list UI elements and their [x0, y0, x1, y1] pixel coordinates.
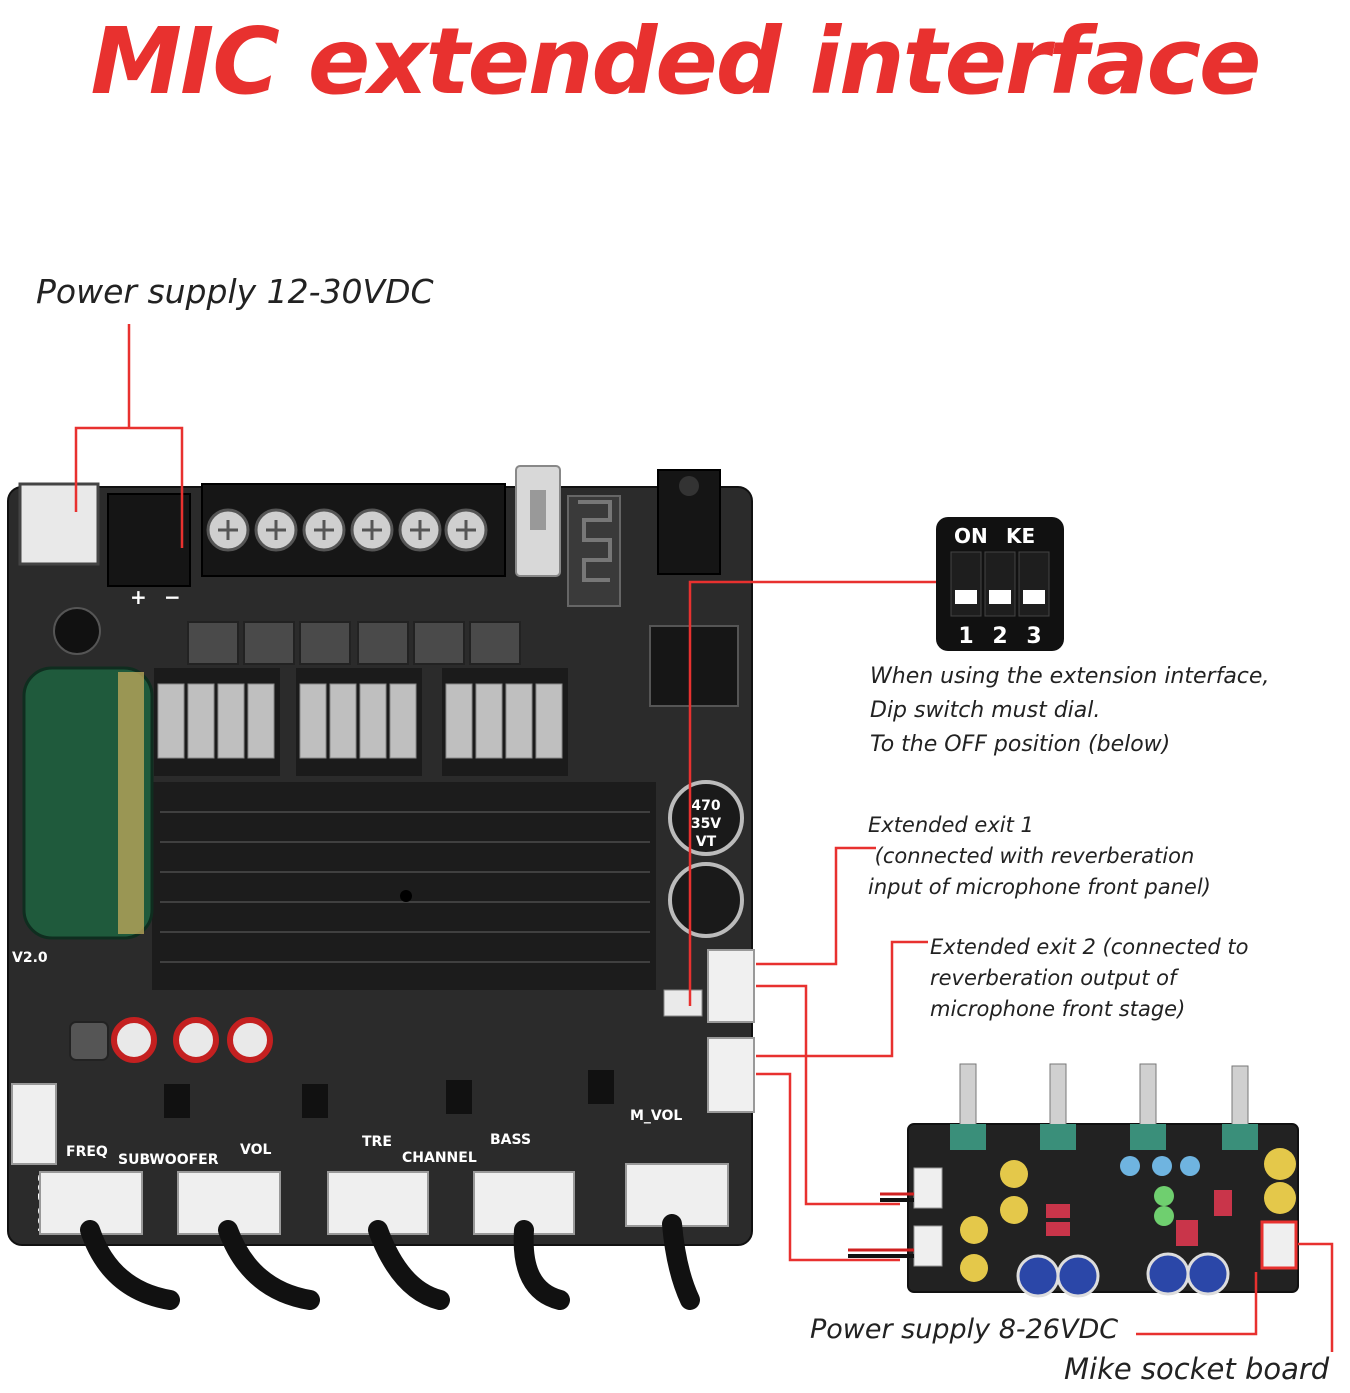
power-terminal-block	[107, 493, 191, 587]
dip-switch-detail: ON KE 1 2 3	[936, 517, 1064, 651]
capacitor-text-1: 470	[691, 798, 720, 814]
mike-socket-connector	[1260, 1220, 1298, 1270]
dip-number-3: 3	[1026, 624, 1041, 649]
dip-note-line-1: When using the extension interface,	[870, 664, 1270, 689]
dip-pointer	[688, 580, 936, 1006]
exit2-line-1: Extended exit 2 (connected to	[930, 935, 1249, 959]
exit1-pointer	[756, 846, 876, 966]
dip-header-on: ON	[954, 524, 988, 548]
exit1-line-2: (connected with reverberation	[868, 844, 1195, 868]
dc-barrel-jack	[18, 482, 100, 566]
heatsink	[152, 782, 656, 990]
extended-exit-2-connector	[707, 1037, 755, 1113]
svg-text:+: +	[130, 585, 147, 609]
dip-note-line-3: To the OFF position (below)	[870, 732, 1171, 757]
mic-input-connector-1	[913, 1167, 943, 1209]
exit2-line-3: microphone front stage)	[930, 997, 1186, 1021]
power-mic-label: Power supply 8-26VDC	[810, 1314, 1119, 1345]
main-chip	[649, 625, 739, 707]
label-m-vol: M_VOL	[630, 1108, 682, 1124]
dip-number-1: 1	[958, 624, 973, 649]
capacitor-text-3: VT	[696, 834, 717, 850]
mic-input-connector-2	[913, 1225, 943, 1267]
bluetooth-antenna	[567, 495, 621, 607]
label-freq: FREQ	[66, 1144, 108, 1160]
exit2-note: Extended exit 2 (connected to reverberat…	[930, 932, 1248, 1025]
inductor-row	[187, 621, 521, 665]
svg-text:−: −	[164, 585, 181, 609]
dip-lever-1	[955, 590, 977, 604]
mike-board-label: Mike socket board	[1064, 1352, 1330, 1386]
power-main-pointer	[74, 324, 184, 548]
power-main-label: Power supply 12-30VDC	[36, 272, 434, 311]
op-amp-chips	[164, 1070, 614, 1118]
sub-out-connector	[11, 1083, 57, 1165]
capacitor-text-2: 35V	[691, 816, 721, 832]
board-version: V2.0	[12, 950, 48, 966]
potentiometer-connectors	[39, 1163, 729, 1235]
small-capacitors	[111, 1017, 273, 1063]
cables	[80, 1214, 700, 1310]
extended-exit-1-connector	[707, 949, 755, 1023]
label-vol: VOL	[240, 1142, 271, 1158]
mic-board-capacitors	[960, 1148, 1296, 1298]
onboard-dip-switch	[663, 989, 703, 1017]
exit1-line-3: input of microphone front panel)	[868, 875, 1211, 899]
page-title: MIC extended interface	[90, 8, 1262, 115]
dip-number-2: 2	[992, 624, 1007, 649]
exit1-to-mic-wire	[756, 984, 900, 1206]
label-channel: CHANNEL	[402, 1150, 477, 1166]
exit1-line-1: Extended exit 1	[868, 813, 1034, 837]
mic-socket-board	[848, 1063, 1299, 1298]
mic-board-resistors	[1046, 1190, 1232, 1246]
label-bass: BASS	[490, 1132, 531, 1148]
dip-note: When using the extension interface, Dip …	[870, 660, 1269, 762]
main-capacitor	[22, 666, 154, 940]
exit2-to-mic-wire	[756, 1072, 900, 1262]
dip-lever-3	[1023, 590, 1045, 604]
dip-note-line-2: Dip switch must dial.	[870, 698, 1101, 723]
label-tre: TRE	[362, 1134, 392, 1150]
dip-lever-2	[989, 590, 1011, 604]
dip-header-ke: KE	[1006, 524, 1035, 548]
terminal-screws	[206, 508, 488, 552]
mic-potentiometers	[950, 1063, 1258, 1150]
power-mic-pointer	[1136, 1272, 1258, 1336]
exit2-pointer	[756, 940, 928, 1058]
exit2-line-2: reverberation output of	[930, 966, 1177, 990]
inductor-small	[69, 1021, 109, 1061]
mike-board-pointer	[1298, 1242, 1334, 1352]
output-inductors	[154, 668, 568, 776]
main-amplifier-board: + −	[7, 465, 755, 1310]
label-subwoofer: SUBWOOFER	[118, 1152, 219, 1168]
exit1-note: Extended exit 1 (connected with reverber…	[868, 810, 1211, 903]
header-labels: FREQ SUBWOOFER VOL TRE CHANNEL BASS M_VO…	[66, 1108, 682, 1168]
filter-capacitors: 470 35V VT	[668, 780, 744, 938]
diode	[53, 607, 101, 655]
mic-wires	[848, 1198, 914, 1258]
